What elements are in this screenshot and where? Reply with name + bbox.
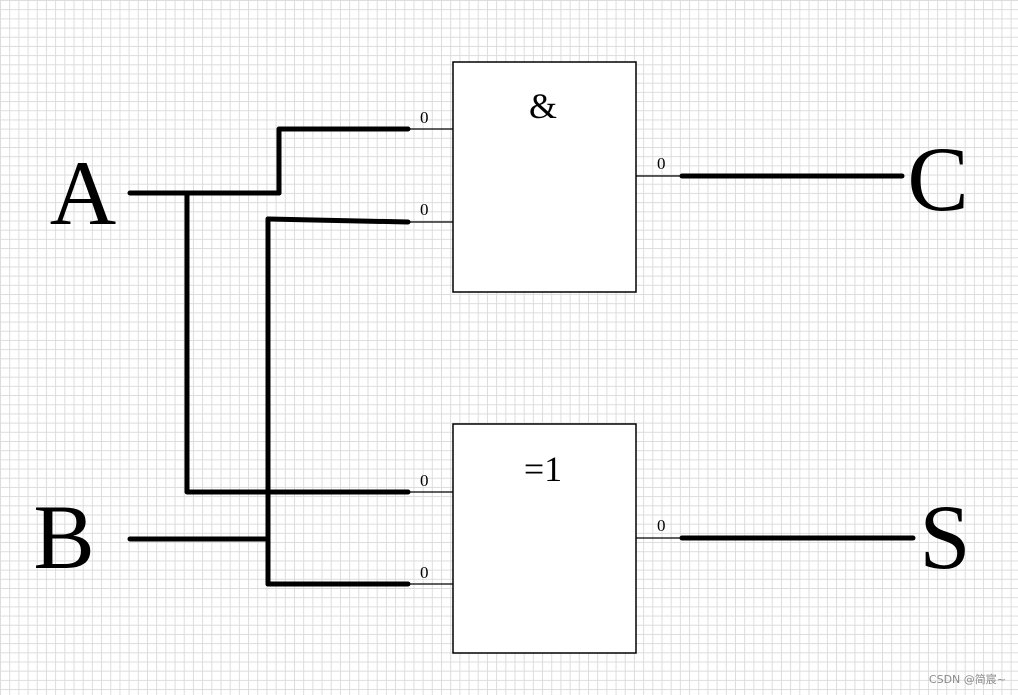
xor-gate-symbol: =1 (524, 449, 562, 489)
xor-gate-box (452, 423, 637, 654)
and-gate-out-value: 0 (657, 154, 666, 173)
wire-a-to-xor-in1 (184, 190, 411, 495)
input-a-label: A (50, 142, 116, 244)
signal-labels: A B C S (33, 128, 970, 588)
and-gate-box (452, 61, 637, 293)
and-gate-in2-value: 0 (420, 200, 429, 219)
wire-a-to-and-in1 (276, 126, 411, 196)
output-s-label: S (919, 486, 970, 588)
wire-b-to-and-in2 (265, 216, 411, 225)
input-b-label: B (33, 486, 94, 588)
xor-gate-out-value: 0 (657, 516, 666, 535)
xor-gate: =1 (452, 423, 637, 654)
output-c-label: C (907, 128, 968, 230)
and-gate: & (452, 61, 637, 293)
xor-gate-in2-value: 0 (420, 563, 429, 582)
pin-stubs (408, 128, 682, 585)
and-gate-in1-value: 0 (420, 108, 429, 127)
pin-value-labels: 0 0 0 0 0 0 (420, 108, 666, 582)
watermark: CSDN @简宸~ (928, 673, 1006, 686)
xor-gate-in1-value: 0 (420, 471, 429, 490)
and-gate-symbol: & (529, 86, 557, 126)
wires (127, 126, 916, 587)
